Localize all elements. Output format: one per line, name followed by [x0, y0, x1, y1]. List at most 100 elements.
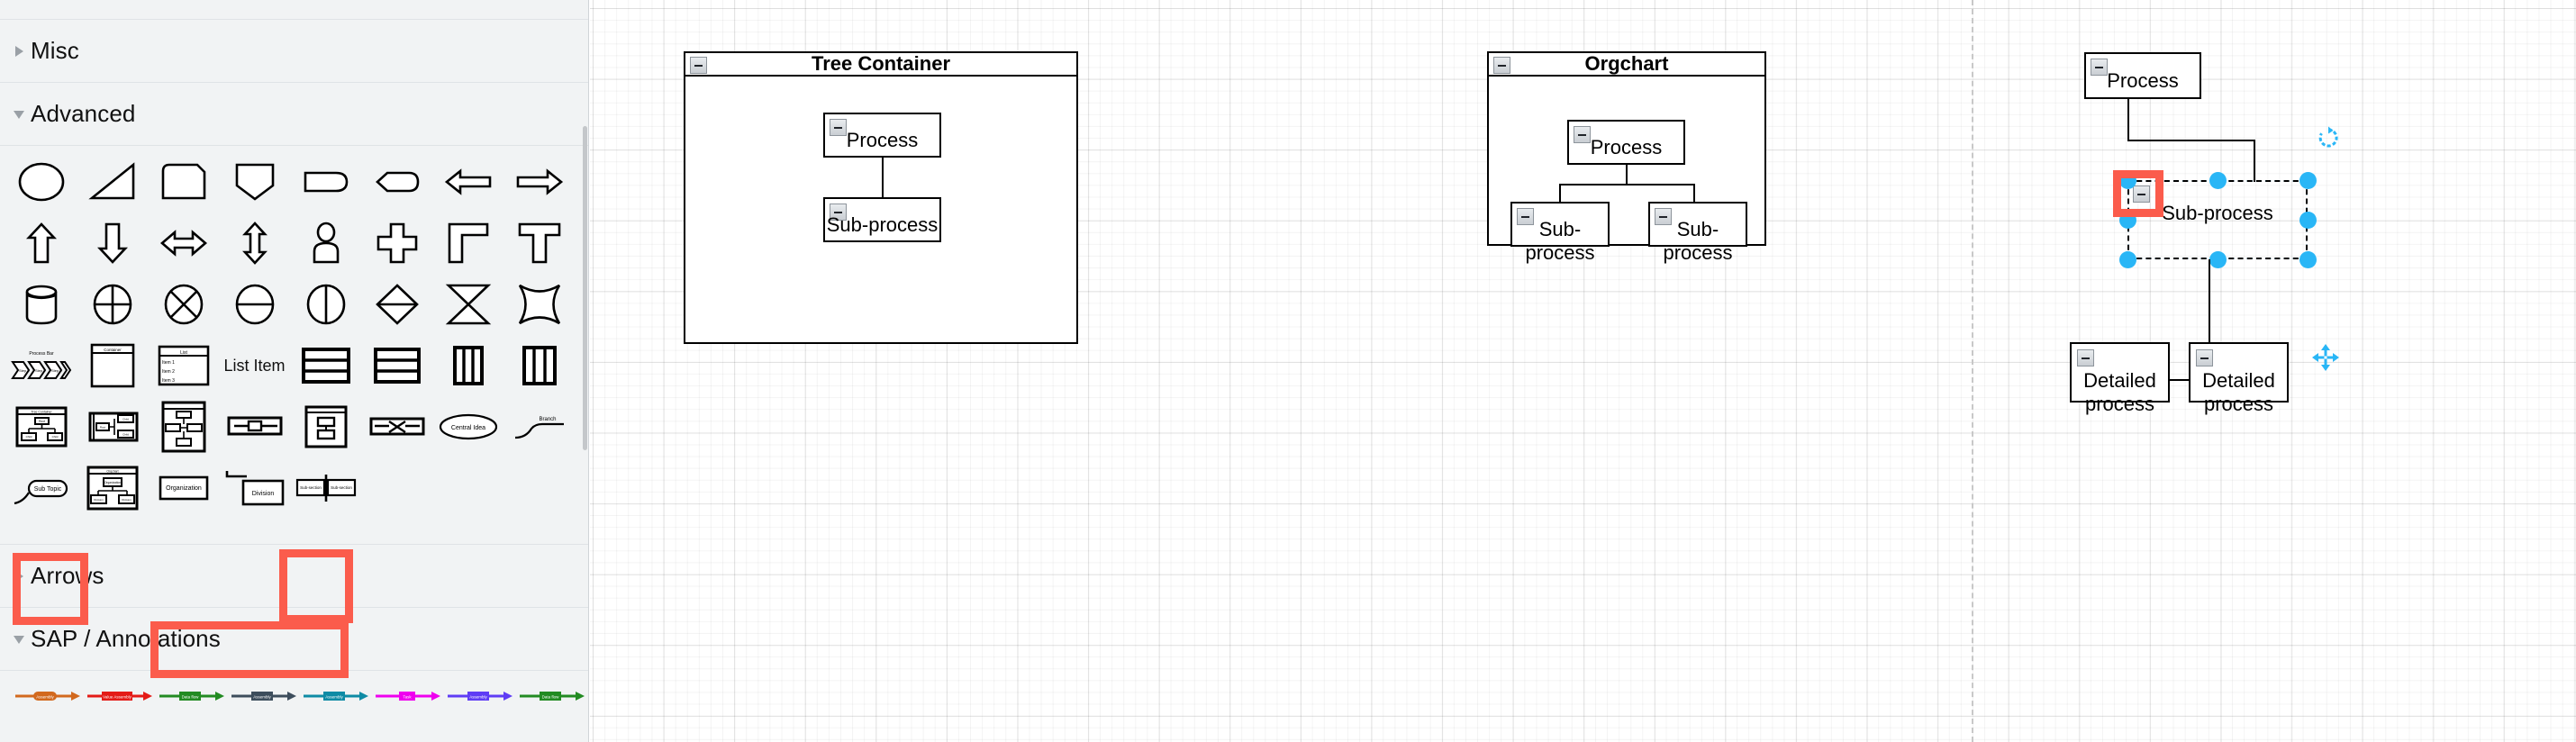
minus-icon[interactable] [690, 57, 707, 74]
tree-process-node[interactable]: Process [823, 113, 941, 158]
shape-hexagon-flag[interactable] [361, 151, 432, 213]
minus-icon[interactable] [830, 204, 847, 221]
shape-table-grid-3[interactable] [503, 335, 575, 396]
shape-palette-sidebar[interactable]: Misc Advanced [0, 0, 589, 742]
free-detailed-right-node[interactable]: Detailed process [2189, 342, 2289, 415]
shape-arrow-left-icon[interactable] [432, 151, 503, 213]
shape-arrow-down-icon[interactable] [77, 213, 148, 274]
tree-container-shape[interactable]: Tree Container Process Sub-process [684, 51, 1078, 344]
shape-bowtie-icon[interactable] [432, 274, 503, 335]
svg-text:Process Bar: Process Bar [29, 351, 54, 357]
shape-trapezoid-slanted[interactable] [77, 151, 148, 213]
caret-down-icon[interactable] [7, 628, 31, 651]
sidebar-section-misc[interactable]: Misc [0, 20, 588, 82]
orgchart-container-shape[interactable]: Orgchart Process Sub-process Sub-process [1487, 51, 1766, 264]
shape-organization-box[interactable]: Organization [148, 457, 219, 519]
shape-table-rows-2[interactable] [290, 335, 361, 396]
shape-tree-left[interactable]: Root Child Child [77, 396, 148, 457]
sidebar-section-sap-annotations[interactable]: SAP / Annotations [0, 608, 588, 670]
sap-arrow-3[interactable]: Data flow [155, 665, 227, 727]
minus-icon[interactable] [2091, 59, 2108, 76]
shape-sub-topic[interactable]: Sub Topic [5, 457, 77, 519]
free-detailed-left-node[interactable]: Detailed process [2070, 342, 2170, 415]
move-icon[interactable] [2312, 344, 2339, 376]
shape-shield-pentagon[interactable] [219, 151, 290, 213]
shape-table-rows-3[interactable] [361, 335, 432, 396]
minus-icon[interactable] [2077, 349, 2094, 366]
node-label: Process [846, 129, 919, 151]
shape-container[interactable]: Container [77, 335, 148, 396]
resize-handle-s[interactable] [2209, 251, 2227, 268]
resize-handle-sw[interactable] [2119, 251, 2136, 268]
sidebar-scrollbar-thumb[interactable] [583, 126, 587, 450]
free-sub-process-node[interactable]: Sub-process [2127, 180, 2308, 259]
resize-handle-ne[interactable] [2299, 172, 2317, 189]
sap-arrow-8[interactable]: Data flow [515, 665, 587, 727]
sidebar-section-arrows[interactable]: Arrows [0, 545, 588, 607]
shape-arrow-right-icon[interactable] [503, 151, 575, 213]
sidebar-section-advanced[interactable]: Advanced [0, 83, 588, 145]
caret-right-icon[interactable] [7, 565, 31, 588]
shape-corner-l-icon[interactable] [432, 213, 503, 274]
shape-orgchart[interactable]: Orgchart Organization Division Division [77, 457, 148, 519]
tree-sub-process-node[interactable]: Sub-process [823, 197, 941, 242]
shape-tee-t-icon[interactable] [503, 213, 575, 274]
minus-icon[interactable] [2196, 349, 2213, 366]
shape-table-columns-3[interactable] [432, 335, 503, 396]
advanced-shape-palette[interactable]: Process Bar Step 1 Step 2 Step 3 Contai [0, 146, 588, 678]
sidebar-scrollbar[interactable] [582, 0, 588, 742]
shape-actor-person-icon[interactable] [290, 213, 361, 274]
shape-arrow-up-down-icon[interactable] [219, 213, 290, 274]
shape-circle-vertical-split-icon[interactable] [290, 274, 361, 335]
shape-cross-icon[interactable] [361, 213, 432, 274]
caret-down-icon[interactable] [7, 103, 31, 126]
resize-handle-w[interactable] [2119, 212, 2136, 229]
resize-handle-e[interactable] [2299, 212, 2317, 229]
sap-arrow-7[interactable]: Assembly [443, 665, 515, 727]
shape-crossing-link[interactable] [361, 396, 432, 457]
resize-handle-nw[interactable] [2119, 172, 2136, 189]
shape-flow-diamond[interactable] [148, 396, 219, 457]
shape-rounded-corner-cut[interactable] [148, 151, 219, 213]
minus-icon[interactable] [1517, 208, 1534, 225]
resize-handle-se[interactable] [2299, 251, 2317, 268]
free-process-node[interactable]: Process [2084, 52, 2201, 99]
shape-ellipse[interactable] [5, 151, 77, 213]
diagram-canvas[interactable]: Tree Container Process Sub-process Orgch… [590, 0, 2576, 742]
shape-vertical-tree[interactable] [290, 396, 361, 457]
shape-circle-quadrants-icon[interactable] [77, 274, 148, 335]
rotate-icon[interactable] [2317, 126, 2340, 154]
shape-concave-star-icon[interactable] [503, 274, 575, 335]
shape-circle-horizontal-split-icon[interactable] [219, 274, 290, 335]
shape-central-idea-ellipse[interactable]: Central Idea [432, 396, 503, 457]
resize-handle-n[interactable] [2209, 172, 2227, 189]
shape-circle-x-icon[interactable] [148, 274, 219, 335]
minus-icon[interactable] [1655, 208, 1672, 225]
sap-arrow-1[interactable]: Assembly [11, 665, 83, 727]
minus-icon[interactable] [1574, 126, 1591, 143]
orgchart-sub-process-right-node[interactable]: Sub-process [1648, 202, 1747, 264]
sap-arrow-5[interactable]: Assembly [299, 665, 371, 727]
shape-cylinder-database-icon[interactable] [5, 274, 77, 335]
shape-division-box[interactable]: Division [219, 457, 290, 519]
orgchart-process-node[interactable]: Process [1567, 120, 1685, 165]
orgchart-sub-process-left-node[interactable]: Sub-process [1510, 202, 1610, 264]
shape-tree-container[interactable]: Tree Container Root Child Child [5, 396, 77, 457]
shape-branch[interactable]: Branch [503, 396, 575, 457]
minus-icon[interactable] [1493, 57, 1510, 74]
sap-arrow-4[interactable]: Assembly [227, 665, 299, 727]
sap-arrow-2[interactable]: Value Assembly [83, 665, 155, 727]
shape-arrow-up-icon[interactable] [5, 213, 77, 274]
shape-crossbar-link[interactable] [219, 396, 290, 457]
minus-icon[interactable] [830, 119, 847, 136]
shape-delay-rounded-right[interactable] [290, 151, 361, 213]
shape-process-bar-chevrons[interactable]: Process Bar Step 1 Step 2 Step 3 [5, 335, 77, 396]
shape-arrow-left-right-icon[interactable] [148, 213, 219, 274]
shape-list-item-text[interactable]: List Item [219, 335, 290, 396]
shape-diamond-split-icon[interactable] [361, 274, 432, 335]
caret-right-icon[interactable] [7, 40, 31, 63]
minus-icon[interactable] [2133, 186, 2150, 203]
sap-arrow-6[interactable]: Task [371, 665, 443, 727]
